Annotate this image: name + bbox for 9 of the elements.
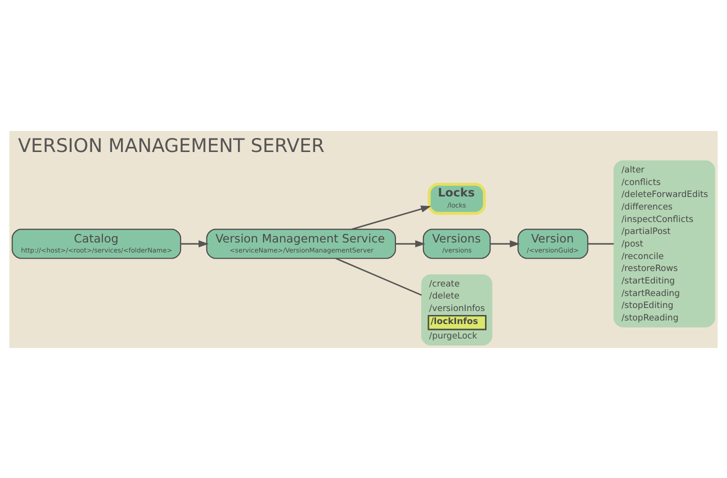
connector [336, 257, 422, 296]
connector [588, 242, 614, 244]
arrow [490, 240, 520, 247]
node-box: /alter /conflicts /deleteForwardEdits /differences /inspectConflicts /partialPost /post /reconcile /restoreRows /startEditing /startReading /stopEditing /stopReading [614, 160, 716, 327]
node-box: /create /delete /versionInfos /lockInfos /purgeLock [421, 274, 492, 345]
arrow [351, 205, 432, 230]
diagram-title: VERSION MANAGEMENT SERVER [18, 134, 325, 156]
arrow [180, 240, 209, 247]
arrow [396, 240, 426, 247]
